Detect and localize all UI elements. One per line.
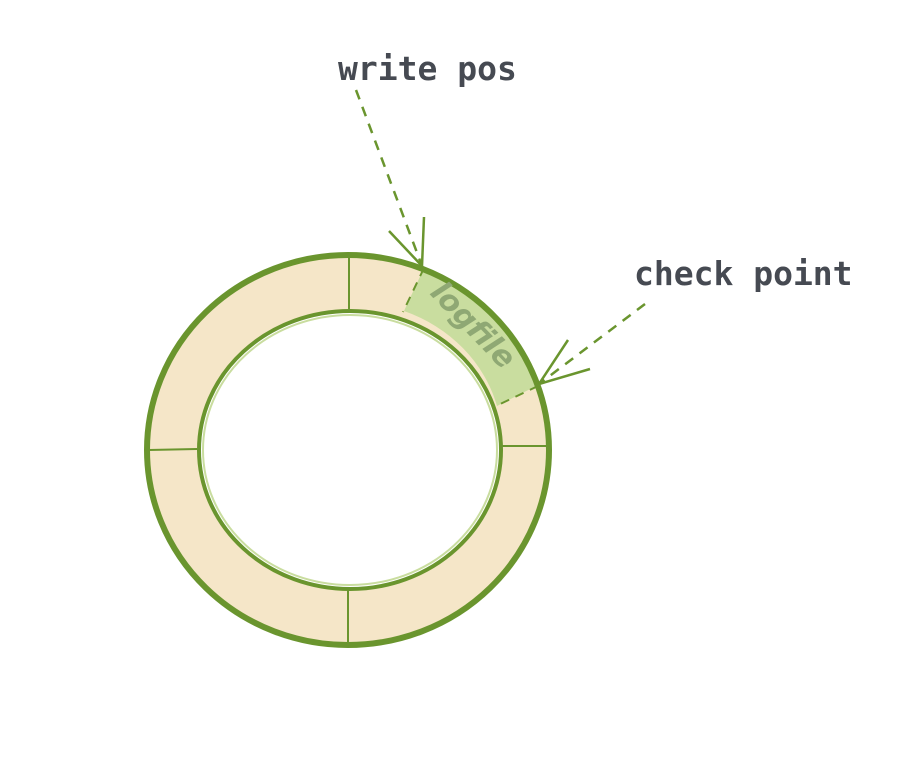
segment-boundaries bbox=[402, 267, 539, 407]
log-ring-inner-highlight bbox=[202, 314, 498, 586]
write-pos-arrow bbox=[354, 89, 426, 267]
write-pos-boundary bbox=[402, 267, 425, 313]
check-point-arrow-head-top bbox=[537, 339, 570, 385]
write-pos-arrow-head-right bbox=[420, 216, 426, 267]
log-ring-inner bbox=[197, 309, 503, 591]
write-pos-arrow-shaft bbox=[354, 89, 424, 267]
logfile-segment bbox=[404, 268, 538, 406]
check-point-arrow-head-bottom bbox=[538, 367, 591, 386]
divider-left bbox=[148, 448, 198, 451]
segment-dividers bbox=[148, 256, 547, 643]
check-point-arrow bbox=[537, 303, 646, 386]
write-pos-arrow-head-left bbox=[388, 230, 423, 267]
log-ring-outer bbox=[144, 252, 552, 648]
check-point-label: check point bbox=[634, 254, 853, 293]
check-point-arrow-shaft bbox=[538, 303, 646, 385]
check-point-boundary bbox=[495, 385, 539, 407]
write-pos-label: write pos bbox=[338, 49, 517, 88]
